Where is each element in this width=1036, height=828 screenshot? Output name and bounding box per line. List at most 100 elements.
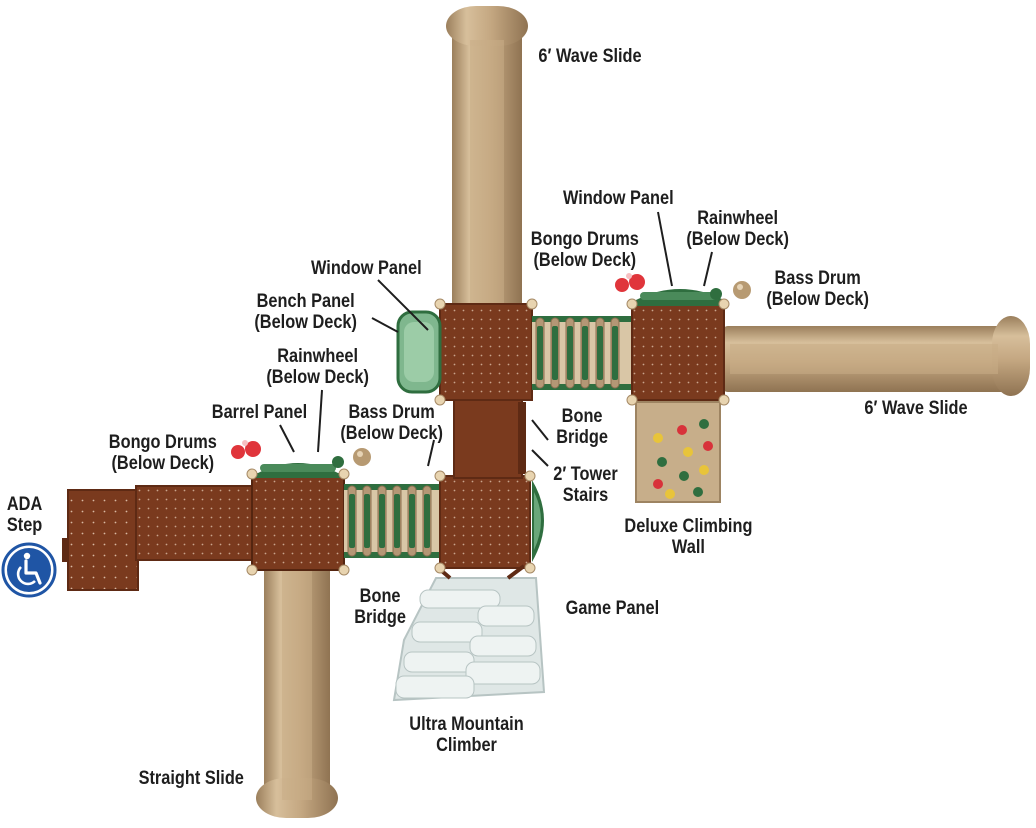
label-text: Straight Slide: [138, 768, 244, 789]
bridge-rail: [344, 484, 440, 490]
label-text: (Below Deck): [340, 423, 443, 444]
label-text: Bench Panel: [256, 291, 355, 312]
label-text: (Below Deck): [686, 229, 789, 250]
climbing-hold: [677, 425, 687, 435]
rainwheel-right: [710, 288, 722, 300]
straight-slide: [256, 565, 338, 818]
label-text: (Below Deck): [254, 312, 357, 333]
label-text: Bongo Drums: [108, 432, 217, 453]
bridge-chain: [349, 494, 355, 548]
label-text: Bridge: [556, 427, 608, 448]
bridge-chain: [567, 326, 573, 380]
climbing-hold: [683, 447, 693, 457]
label-game-panel: Game Panel: [566, 598, 660, 619]
post-cap: [434, 470, 446, 482]
label-bongo-drums-left: Bongo Drums (Below Deck): [109, 432, 217, 474]
label-bass-drum-left: Bass Drum (Below Deck): [340, 402, 443, 444]
label-ada-step: ADA Step: [7, 494, 42, 536]
post-cap: [524, 562, 536, 574]
post-cap: [434, 298, 446, 310]
ada-step-deck: [62, 485, 253, 591]
label-text: Bass Drum: [774, 268, 861, 289]
post-cap: [338, 468, 350, 480]
label-text: 6′ Wave Slide: [538, 46, 642, 67]
tower-stairs: [453, 397, 526, 479]
barrel-panel: [256, 463, 340, 478]
label-text: ADA: [6, 494, 43, 515]
bridge-chain: [394, 494, 400, 548]
post-cap: [434, 394, 446, 406]
bone-bridge-upper: [532, 316, 632, 390]
deck-upper-right: [631, 303, 725, 401]
label-text: (Below Deck): [766, 289, 869, 310]
label-text: Bridge: [354, 607, 406, 628]
label-text: 2′ Tower: [553, 464, 618, 485]
bridge-chain: [537, 326, 543, 380]
label-text: Rainwheel: [277, 346, 359, 367]
label-text: Deluxe Climbing: [624, 516, 753, 537]
bongo-drums-right: [615, 273, 645, 292]
post-cap: [526, 298, 538, 310]
label-text: Window Panel: [311, 258, 422, 279]
climbing-hold: [699, 465, 709, 475]
window-panel-right: [636, 289, 724, 306]
game-panel: [532, 480, 544, 562]
climbing-hold: [699, 419, 709, 429]
bridge-chain: [409, 494, 415, 548]
rainwheel-left: [332, 456, 344, 468]
bridge-chain: [424, 494, 430, 548]
label-text: 6′ Wave Slide: [864, 398, 968, 419]
deck-lower-center: [439, 475, 531, 569]
post-cap: [246, 468, 258, 480]
label-barrel-panel: Barrel Panel: [212, 402, 307, 423]
climbing-hold: [653, 479, 663, 489]
label-text: Window Panel: [563, 188, 674, 209]
label-wave-slide-right: 6′ Wave Slide: [864, 398, 967, 419]
wheelchair-icon: [1, 542, 57, 598]
label-window-panel-right: Window Panel: [563, 188, 674, 209]
ultra-mountain-climber: [392, 564, 546, 702]
bridge-chain: [364, 494, 370, 548]
label-text: Wall: [671, 537, 705, 558]
climbing-hold: [665, 489, 675, 499]
label-tower-stairs: 2′ Tower Stairs: [553, 464, 617, 506]
bridge-chain: [597, 326, 603, 380]
deck-upper-left: [439, 303, 533, 401]
label-wave-slide-top: 6′ Wave Slide: [538, 46, 641, 67]
bridge-chain: [379, 494, 385, 548]
label-bone-bridge-lower: Bone Bridge: [354, 586, 406, 628]
climbing-hold: [653, 433, 663, 443]
post-cap: [524, 470, 536, 482]
label-text: Ultra Mountain: [409, 714, 524, 735]
label-bongo-drums-right: Bongo Drums (Below Deck): [531, 229, 639, 271]
bridge-chain: [552, 326, 558, 380]
post-cap: [246, 564, 258, 576]
label-text: Bone: [561, 406, 603, 427]
climbing-hold: [693, 487, 703, 497]
label-text: (Below Deck): [533, 250, 637, 271]
leader-lines: [279, 211, 713, 467]
post-cap: [718, 298, 730, 310]
label-window-panel-left: Window Panel: [311, 258, 422, 279]
label-text: Game Panel: [565, 598, 660, 619]
deck-lower-left: [251, 473, 345, 571]
post-cap: [434, 562, 446, 574]
post-cap: [626, 298, 638, 310]
bridge-rail: [344, 552, 440, 558]
bass-drum-right: [733, 281, 751, 299]
label-text: (Below Deck): [111, 453, 215, 474]
bone-bridge-lower: [344, 484, 440, 558]
bass-drum-left: [353, 448, 371, 466]
label-text: Bass Drum: [348, 402, 435, 423]
climbing-hold: [679, 471, 689, 481]
label-rainwheel-left: Rainwheel (Below Deck): [266, 346, 369, 388]
bongo-drums-left: [231, 440, 261, 459]
post-cap: [718, 394, 730, 406]
climbing-wall: [635, 401, 721, 503]
bench-panel: [396, 310, 442, 394]
label-text: (Below Deck): [266, 367, 369, 388]
post-cap: [338, 564, 350, 576]
label-text: Stairs: [562, 485, 609, 506]
label-climbing-wall: Deluxe Climbing Wall: [624, 516, 752, 558]
